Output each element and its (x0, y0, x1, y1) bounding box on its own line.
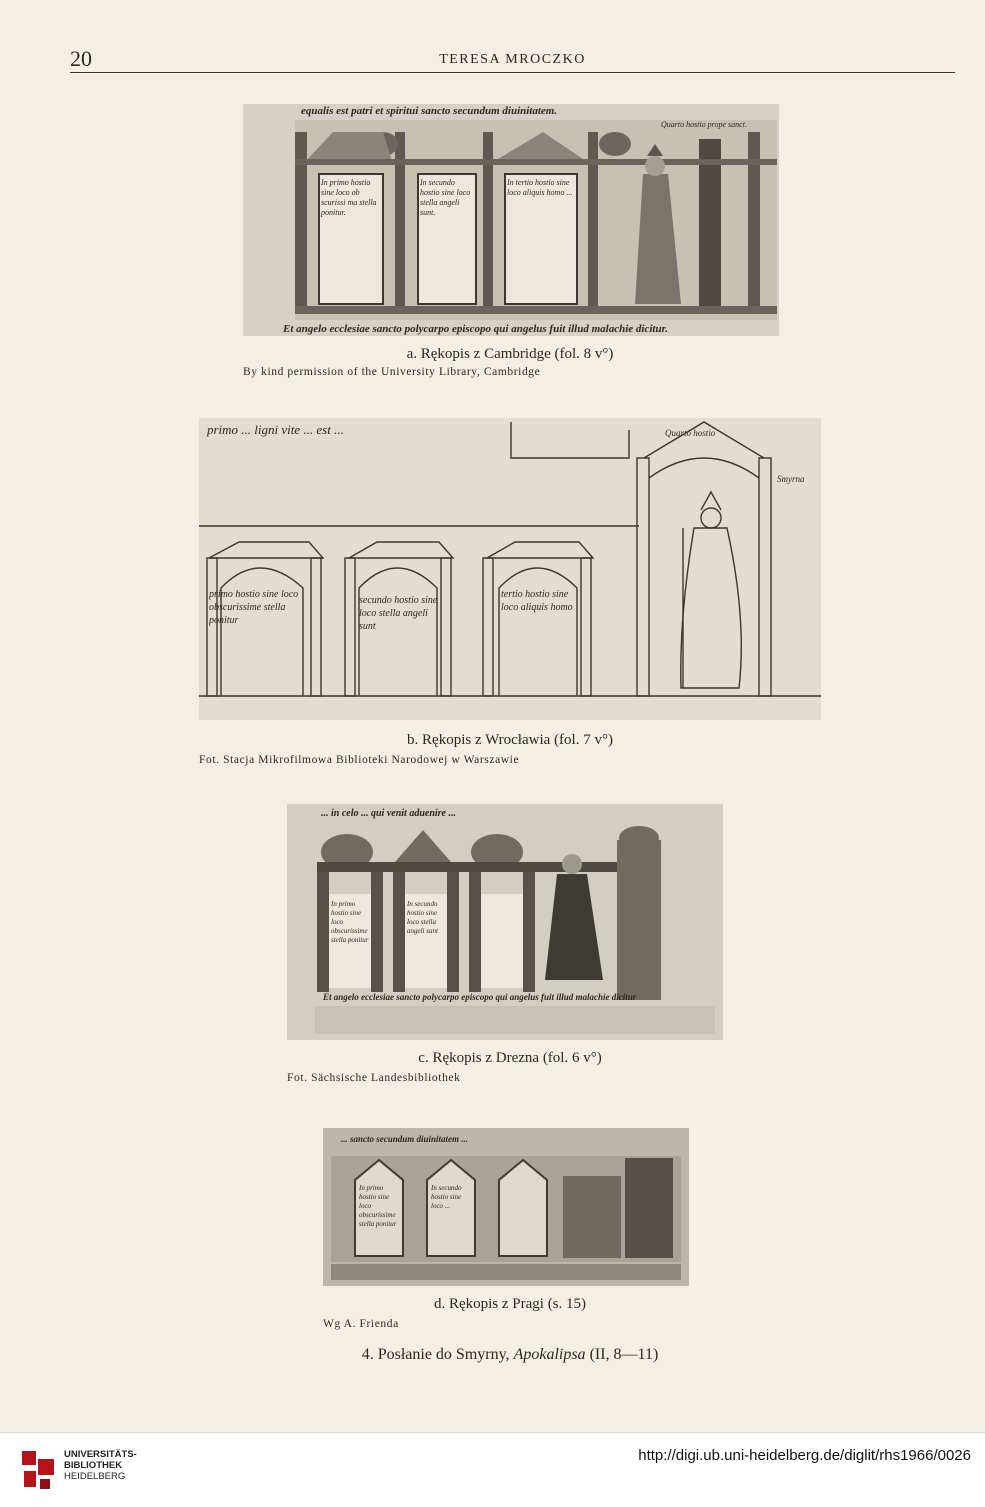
figure-a-caption: a. Rękopis z Cambridge (fol. 8 v°) (406, 346, 614, 362)
figure-d-caption: d. Rękopis z Pragi (s. 15) (433, 1296, 587, 1312)
figure-c-image: ... in celo ... qui venit aduenire ... I… (287, 804, 723, 1040)
figure-b-panel-text: primo hostio sine loco obscurissime stel… (209, 589, 299, 626)
plate-caption-text: Posłanie do Smyrny, (377, 1346, 510, 1363)
figure-a-ms-line: Quarto hostio prope sanct. (661, 120, 747, 129)
figure-a-ms-line: equalis est patri et spiritui sancto sec… (301, 105, 557, 117)
page: 20 TERESA MROCZKO equalis est patri et s… (70, 46, 955, 1364)
logo-line: HEIDELBERG (64, 1471, 126, 1482)
library-logo-icon (22, 1451, 54, 1489)
figure-a-credit: By kind permission of the University Lib… (243, 366, 541, 378)
plate-caption-number: 4. (361, 1346, 374, 1363)
logo-line: BIBLIOTHEK (64, 1460, 123, 1471)
figure-a-image: equalis est patri et spiritui sancto sec… (243, 104, 779, 336)
figure-b-caption: b. Rękopis z Wrocławia (fol. 7 v°) (407, 732, 613, 748)
running-head-title: TERESA MROCZKO (439, 52, 586, 67)
figure-a-panel-text: In primo hostio sine loco ob scurissi ma… (321, 178, 377, 217)
figure-b-image: primo ... ligni vite ... est ... Quarto … (199, 418, 821, 720)
figure-c-panel-text: In primo hostio sine loco obscurissime s… (331, 900, 369, 944)
figure-b-credit: Fot. Stacja Mikrofilmowa Biblioteki Naro… (199, 754, 520, 766)
running-head-rule (70, 72, 955, 73)
figure-b-panel-text: secundo hostio sine loco stella angeli s… (359, 595, 438, 632)
figure-d-credit: Wg A. Frienda (323, 1318, 399, 1330)
logo-line: UNIVERSITÄTS- (64, 1449, 137, 1460)
page-number: 20 (70, 46, 92, 71)
figure-c-caption: c. Rękopis z Drezna (fol. 6 v°) (418, 1050, 602, 1066)
figure-d-panel-text: In secundo hostio sine loco ... (431, 1184, 462, 1210)
figure-a-panel-text: In secundo hostio sine loco stella angel… (420, 178, 471, 217)
plate-caption-italic: Apokalipsa (513, 1346, 586, 1363)
figure-a-panel-text: In tertio hostio sine loco aliquis homo … (507, 178, 573, 197)
figure-b-ms-line: Quarto hostio (665, 428, 716, 438)
figure-a-ms-line: Et angelo ecclesiae sancto polycarpo epi… (282, 323, 668, 335)
figure-c-ms-line: Et angelo ecclesiae sancto polycarpo epi… (322, 992, 637, 1002)
figure-b-panel-text: tertio hostio sine loco aliquis homo (501, 589, 573, 613)
figure-b-ms-line: primo ... ligni vite ... est ... (206, 422, 344, 437)
figure-b-ms-line: Smyrna (777, 474, 805, 484)
library-logo-text: UNIVERSITÄTS- BIBLIOTHEK HEIDELBERG (64, 1449, 137, 1482)
digital-object-url-link[interactable]: http://digi.ub.uni-heidelberg.de/diglit/… (638, 1447, 971, 1464)
figure-d-panel-text: In primo hostio sine loco obscurissime s… (359, 1184, 397, 1228)
figure-c-ms-line: ... in celo ... qui venit aduenire ... (321, 808, 456, 819)
figure-c-panel-text: In secundo hostio sine loco stella angel… (407, 900, 438, 935)
plate-caption: 4. Posłanie do Smyrny, Apokalipsa (II, 8… (250, 1346, 770, 1364)
footer-bar: UNIVERSITÄTS- BIBLIOTHEK HEIDELBERG http… (0, 1432, 985, 1507)
plate-caption-ref: (II, 8—11) (589, 1346, 659, 1363)
figure-c-credit: Fot. Sächsische Landesbibliothek (287, 1072, 461, 1084)
running-head: 20 TERESA MROCZKO (70, 46, 955, 76)
figure-d-image: ... sancto secundum diuinitatem ... In p… (323, 1128, 689, 1286)
figure-d-ms-line: ... sancto secundum diuinitatem ... (341, 1134, 468, 1144)
